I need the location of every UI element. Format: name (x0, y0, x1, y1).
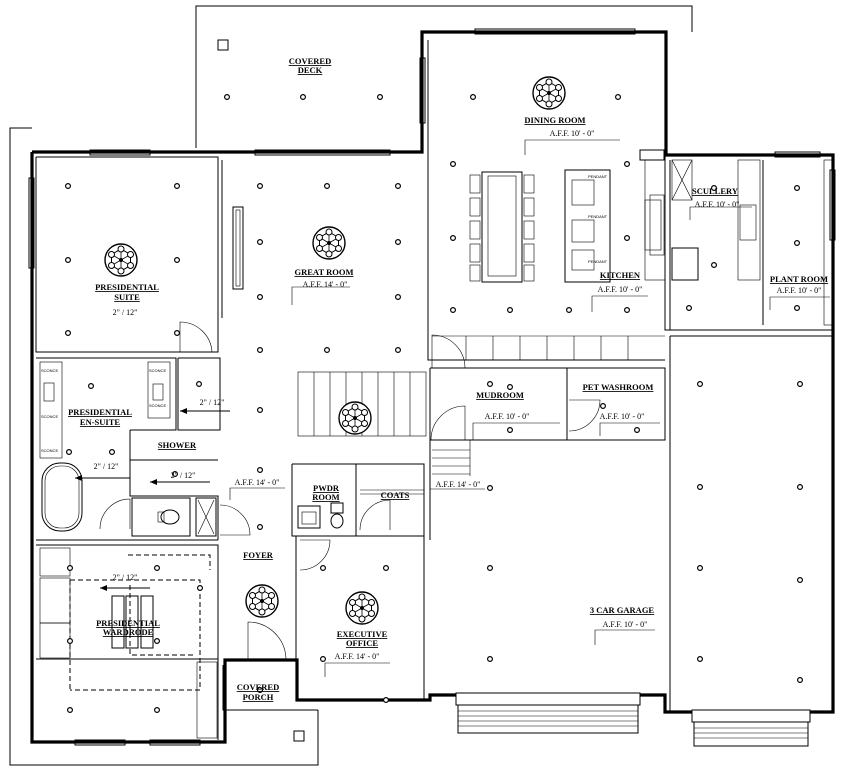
great-room-label: GREAT ROOM (295, 267, 354, 277)
svg-text:SCONCE: SCONCE (41, 414, 58, 419)
room-labels: COVERED DECK DINING ROOM A.F.F. 10' - 0"… (68, 56, 828, 702)
shower-slope: 2" / 12" (171, 471, 196, 480)
kitchen-label: KITCHEN (600, 270, 641, 280)
plant-room-label: PLANT ROOM (770, 274, 828, 284)
dining-room-label: DINING ROOM (524, 115, 585, 125)
svg-text:PENDANT: PENDANT (588, 259, 608, 264)
svg-text:SCONCE: SCONCE (149, 368, 166, 373)
covered-porch-label-2: PORCH (243, 692, 274, 702)
pwdr-room-label-2: ROOM (312, 492, 339, 502)
fixtures (39, 39, 833, 742)
interior-walls (35, 40, 833, 740)
en-suite-label-1: PRESIDENTIAL (68, 407, 132, 417)
hall-slope: 2" / 12" (200, 398, 225, 407)
suite-slope: 2" / 12" (113, 308, 138, 317)
aff-leaders (229, 139, 830, 677)
en-suite-label-2: EN-SUITE (80, 417, 120, 427)
svg-text:SCONCE: SCONCE (41, 448, 58, 453)
great-room-aff: A.F.F. 14' - 0" (303, 280, 348, 289)
mudroom-label: MUDROOM (476, 390, 524, 400)
mudroom-aff: A.F.F. 10' - 0" (485, 412, 530, 421)
covered-porch-label-1: COVERED (237, 682, 280, 692)
recessed-lights (64, 93, 803, 713)
executive-office-label-1: EXECUTIVE (337, 629, 388, 639)
plant-room-aff: A.F.F. 10' - 0" (777, 286, 822, 295)
garage-label: 3 CAR GARAGE (590, 605, 655, 615)
garage-doors (455, 692, 811, 747)
shower-label: SHOWER (158, 440, 197, 450)
door-swings (99, 321, 601, 661)
presidential-suite-label-1: PRESIDENTIAL (95, 282, 159, 292)
wardrobe-label-2: WARDRODE (103, 627, 154, 637)
garage-aff: A.F.F. 10' - 0" (603, 620, 648, 629)
covered-deck-label-1: COVERED (289, 56, 332, 66)
scullery-label: SCULLERY (692, 186, 738, 196)
executive-office-label-2: OFFICE (346, 638, 378, 648)
wardrobe-slope: 2" / 12" (113, 573, 138, 582)
office-aff: A.F.F. 14' - 0" (335, 652, 380, 661)
windows (28, 28, 836, 746)
exterior-walls (30, 30, 835, 744)
ceiling-fans (104, 76, 566, 625)
wardrobe-label-1: PRESIDENTIAL (96, 618, 160, 628)
outer-outline (9, 5, 693, 766)
en-suite-slope: 2" / 12" (94, 462, 119, 471)
svg-text:SCONCE: SCONCE (41, 368, 58, 373)
foyer-label: FOYER (243, 550, 274, 560)
scullery-aff: A.F.F. 10' - 0" (695, 200, 740, 209)
slope-arrows (75, 408, 230, 591)
hall-aff: A.F.F. 14' - 0" (235, 478, 280, 487)
fixture-tags: SCONCE SCONCE SCONCE SCONCE SCONCE PENDA… (41, 174, 608, 453)
staircase (297, 371, 471, 476)
covered-deck-label-2: DECK (298, 65, 323, 75)
svg-text:PENDANT: PENDANT (588, 214, 608, 219)
svg-text:PENDANT: PENDANT (588, 174, 608, 179)
pet-washroom-aff: A.F.F. 10' - 0" (600, 412, 645, 421)
coats-label: COATS (381, 490, 410, 500)
coats-aff: A.F.F. 14' - 0" (436, 480, 481, 489)
pet-washroom-label: PET WASHROOM (583, 382, 654, 392)
pwdr-room-label-1: PWDR (313, 483, 340, 493)
svg-text:SCONCE: SCONCE (149, 403, 166, 408)
kitchen-aff: A.F.F. 10' - 0" (598, 285, 643, 294)
presidential-suite-label-2: SUITE (114, 292, 140, 302)
dining-aff: A.F.F. 10' - 0" (550, 129, 595, 138)
